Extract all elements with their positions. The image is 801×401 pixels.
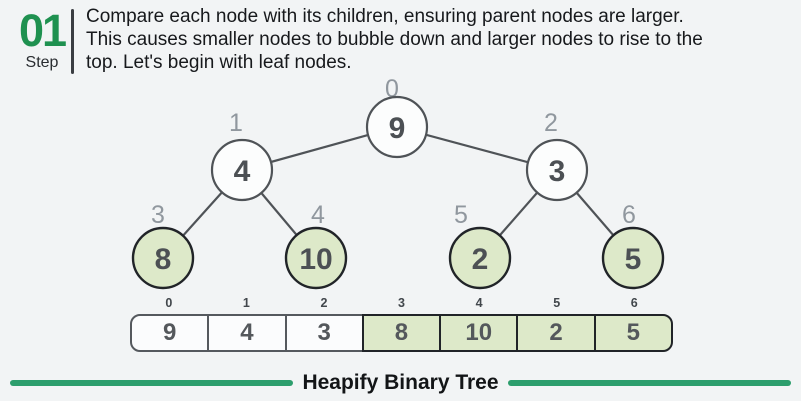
array-cell-1: 4	[207, 314, 287, 352]
footer: Heapify Binary Tree	[10, 371, 791, 395]
description-line-3: top. Let's begin with leaf nodes.	[86, 52, 352, 73]
tree-node-3	[525, 138, 589, 202]
footer-line-left	[10, 380, 294, 386]
description-line-1: Compare each node with its children, ens…	[86, 6, 684, 27]
tree-index-2: 2	[544, 109, 558, 137]
tree-value-4: 10	[299, 243, 332, 276]
step-description: Compare each node with its children, ens…	[86, 5, 703, 74]
array-index-row: 0 1 2 3 4 5 6	[130, 296, 673, 310]
array-index-6: 6	[630, 296, 638, 310]
tree-value-1: 4	[234, 155, 251, 188]
array-index-4: 4	[475, 296, 483, 310]
tree-value-0: 9	[389, 112, 406, 145]
array-cell-2: 3	[284, 314, 364, 352]
tree-node-8	[131, 226, 195, 290]
tree-index-4: 4	[311, 201, 325, 229]
heap-array: 9 4 3 8 10 2 5	[130, 314, 673, 352]
array-cell-5: 2	[516, 314, 596, 352]
array-cell-4: 10	[439, 314, 519, 352]
tree-node-2	[448, 226, 512, 290]
step-label: Step	[25, 54, 59, 71]
tree-index-6: 6	[622, 201, 636, 229]
tree-index-1: 1	[229, 109, 243, 137]
array-index-2: 2	[320, 296, 328, 310]
array-index-5: 5	[553, 296, 561, 310]
array-index-1: 1	[242, 296, 250, 310]
step-box: 01 Step	[14, 8, 70, 72]
tree-value-3: 8	[155, 243, 172, 276]
array-cell-0: 9	[130, 314, 210, 352]
tree-node-4	[210, 138, 274, 202]
tree-node-5	[601, 226, 665, 290]
array-index-0: 0	[165, 296, 173, 310]
step-number: 01	[18, 5, 67, 56]
footer-line-right	[507, 380, 791, 386]
binary-tree-diagram: 0 1 2 3 4 5 6 9 4 3 8 10 2 5	[131, 75, 665, 290]
tree-node-10	[284, 226, 348, 290]
header-divider	[71, 9, 74, 74]
array-cell-3: 8	[361, 314, 442, 352]
tree-value-2: 3	[549, 155, 566, 188]
array-index-3: 3	[398, 296, 405, 310]
page-title: Heapify Binary Tree	[302, 371, 499, 394]
tree-value-6: 5	[625, 243, 642, 276]
array-cell-6: 5	[593, 314, 673, 352]
tree-value-5: 2	[472, 243, 489, 276]
description-line-2: This causes smaller nodes to bubble down…	[86, 29, 703, 50]
tree-node-9	[365, 95, 429, 159]
tree-index-5: 5	[454, 201, 468, 229]
tree-index-3: 3	[151, 201, 165, 229]
